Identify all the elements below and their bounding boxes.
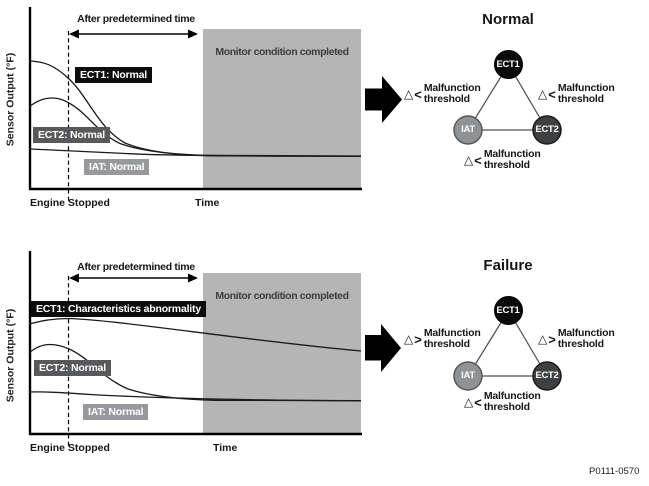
- node-circle-ect2: [532, 115, 562, 145]
- after-predetermined-time-label: After predetermined time: [77, 261, 195, 273]
- iat-curve: [28, 391, 362, 402]
- comparator: <: [548, 86, 556, 102]
- y-axis-label: Sensor Output (°F): [4, 308, 17, 403]
- failure-chart-graphics: [28, 251, 362, 447]
- monitor-condition-label: Monitor condition completed: [215, 290, 349, 302]
- monitor-condition-label: Monitor condition completed: [215, 46, 349, 58]
- comparator: >: [548, 331, 556, 347]
- comparator: <: [414, 86, 422, 102]
- threshold-triangle-icon: △: [464, 395, 474, 409]
- node-circle-ect1: [494, 296, 523, 325]
- iat-series-label: IAT: Normal: [83, 404, 149, 420]
- node-circle-ect1: [494, 50, 523, 79]
- threshold-triangle-icon: △: [404, 87, 414, 101]
- figure-code: P0111-0570: [589, 466, 640, 477]
- comparator: >: [414, 331, 422, 347]
- failure-title: Failure: [483, 257, 533, 274]
- time-axis-label: Time: [213, 442, 238, 454]
- ect2-curve: [28, 343, 362, 402]
- axes: [28, 251, 362, 436]
- node-circle-iat: [453, 361, 483, 391]
- engine-stopped-label: Engine Stopped: [30, 442, 110, 454]
- time-axis-label: Time: [195, 197, 220, 209]
- threshold-triangle-icon: △: [404, 332, 414, 346]
- normal-chart-graphics: [28, 7, 362, 202]
- ect1-series-label: ECT1: Normal: [75, 67, 153, 83]
- node-circle-ect2: [532, 361, 562, 391]
- node-label-ect2: ECT2: [535, 124, 559, 135]
- node-circle-iat: [453, 115, 483, 145]
- comparator: <: [474, 394, 482, 410]
- node-label-ect1: ECT1: [496, 304, 520, 316]
- node-label-iat: IAT: [461, 370, 475, 381]
- node-label-iat: IAT: [461, 124, 475, 135]
- flow-arrow-icon: [365, 324, 401, 372]
- failure-triangle-graphics: [453, 296, 562, 391]
- ect1-series-label: ECT1: Characteristics abnormality: [31, 301, 206, 317]
- monitor-region: [203, 29, 361, 189]
- monitor-region: [203, 273, 361, 434]
- ect2-curve: [28, 97, 362, 157]
- arrowhead-right-icon: [188, 273, 198, 283]
- arrowhead-left-icon: [69, 273, 79, 283]
- threshold-triangle-icon: △: [538, 332, 548, 346]
- engine-stopped-label: Engine Stopped: [30, 197, 110, 209]
- y-axis-label: Sensor Output (°F): [4, 52, 17, 147]
- threshold-triangle-icon: △: [538, 87, 548, 101]
- flow-arrow-icon: [365, 76, 402, 123]
- normal-triangle-graphics: [453, 50, 562, 145]
- iat-curve: [28, 148, 362, 157]
- iat-series-label: IAT: Normal: [84, 159, 150, 175]
- arrowhead-right-icon: [188, 29, 198, 39]
- axes: [28, 7, 362, 191]
- ect1-curve: [28, 317, 362, 352]
- node-label-ect2: ECT2: [535, 370, 559, 381]
- comparator: <: [474, 152, 482, 168]
- threshold-triangle-icon: △: [464, 153, 474, 167]
- ect2-series-label: ECT2: Normal: [34, 360, 112, 376]
- ect2-series-label: ECT2: Normal: [33, 127, 111, 143]
- node-label-ect1: ECT1: [496, 58, 520, 70]
- after-predetermined-time-label: After predetermined time: [77, 13, 195, 25]
- arrowhead-left-icon: [69, 29, 79, 39]
- normal-title: Normal: [482, 11, 534, 28]
